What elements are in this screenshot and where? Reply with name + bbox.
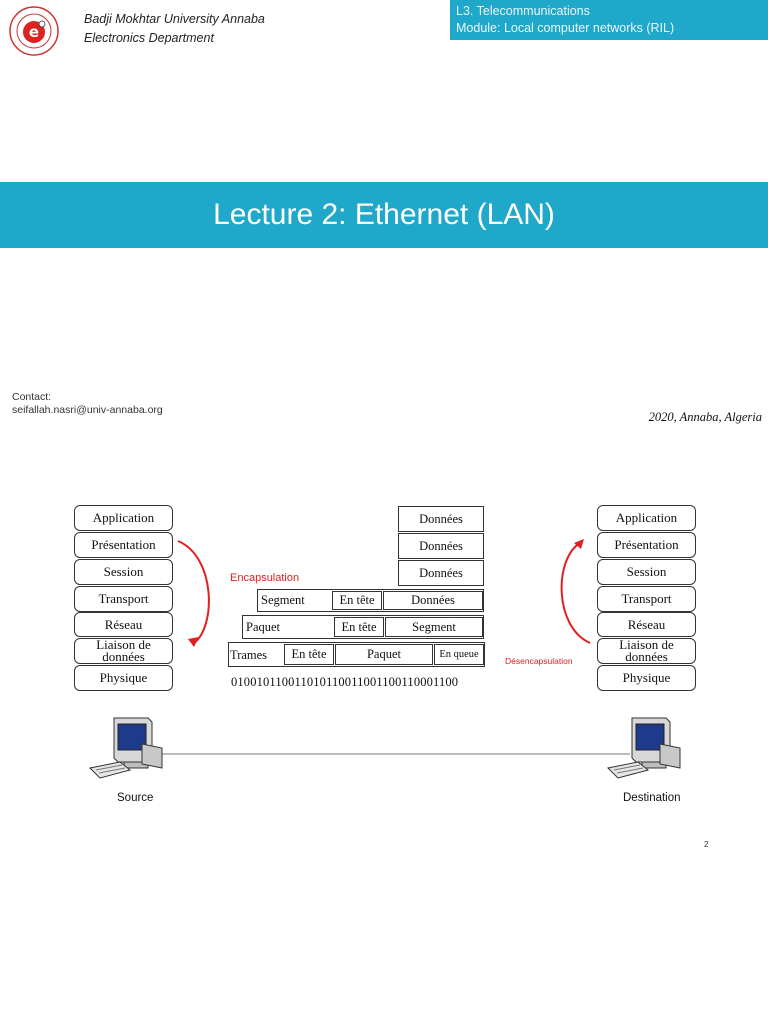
right-layer-reseau: Réseau <box>597 612 696 637</box>
left-layer-physique: Physique <box>74 665 173 691</box>
data-cell-presentation: Données <box>398 533 484 559</box>
trames-trailer-cell: En queue <box>434 644 484 665</box>
university-logo: e <box>9 6 59 56</box>
paquet-payload-cell: Segment <box>385 617 483 637</box>
encapsulation-label: Encapsulation <box>230 572 300 584</box>
department-name: Electronics Department <box>84 31 214 45</box>
right-layer-physique: Physique <box>597 665 696 691</box>
contact-label: Contact: <box>12 391 52 403</box>
encapsulation-arrow-icon <box>177 540 210 647</box>
source-computer-icon <box>88 717 163 779</box>
place-date: 2020, Annaba, Algeria <box>648 410 762 424</box>
module-name: Module: Local computer networks (RIL) <box>456 21 675 35</box>
svg-text:e: e <box>29 23 39 41</box>
segment-row-label: Segment <box>261 593 305 607</box>
data-cell-session: Données <box>398 560 484 586</box>
right-layer-presentation: Présentation <box>597 532 696 558</box>
left-layer-session: Session <box>74 559 173 585</box>
contact-email[interactable]: seifallah.nasri@univ-annaba.org <box>12 404 163 416</box>
page-number: 2 <box>704 840 709 849</box>
paquet-header-cell: En tête <box>334 617 384 637</box>
trames-payload-cell: Paquet <box>335 644 433 665</box>
trames-header-cell: En tête <box>284 644 334 665</box>
source-label: Source <box>117 792 154 804</box>
right-layer-application: Application <box>597 505 696 531</box>
page-title: Lecture 2: Ethernet (LAN) <box>213 198 555 231</box>
right-layer-session: Session <box>597 559 696 585</box>
desencapsulation-arrow-icon <box>560 539 591 644</box>
bit-stream: 010010110011010110011001100110001100 <box>231 675 459 689</box>
left-layer-liaison: Liaison de données <box>74 638 173 664</box>
desencapsulation-label: Désencapsulation <box>505 656 573 666</box>
left-layer-application: Application <box>74 505 173 531</box>
segment-payload-cell: Données <box>383 591 483 610</box>
university-name: Badji Mokhtar University Annaba <box>84 12 265 26</box>
destination-label: Destination <box>623 792 681 804</box>
course-info-box <box>450 0 768 40</box>
destination-computer-icon <box>606 717 681 779</box>
course-level: L3. Telecommunications <box>456 4 590 18</box>
trames-row-label: Trames <box>230 648 268 662</box>
segment-header-cell: En tête <box>332 591 382 610</box>
paquet-row-label: Paquet <box>246 620 281 634</box>
data-cell-application: Données <box>398 506 484 532</box>
left-layer-reseau: Réseau <box>74 612 173 637</box>
network-link-line <box>150 753 630 755</box>
right-layer-liaison: Liaison de données <box>597 638 696 664</box>
title-band <box>0 182 768 248</box>
left-layer-presentation: Présentation <box>74 532 173 558</box>
left-layer-transport: Transport <box>74 586 173 612</box>
right-layer-transport: Transport <box>597 586 696 612</box>
